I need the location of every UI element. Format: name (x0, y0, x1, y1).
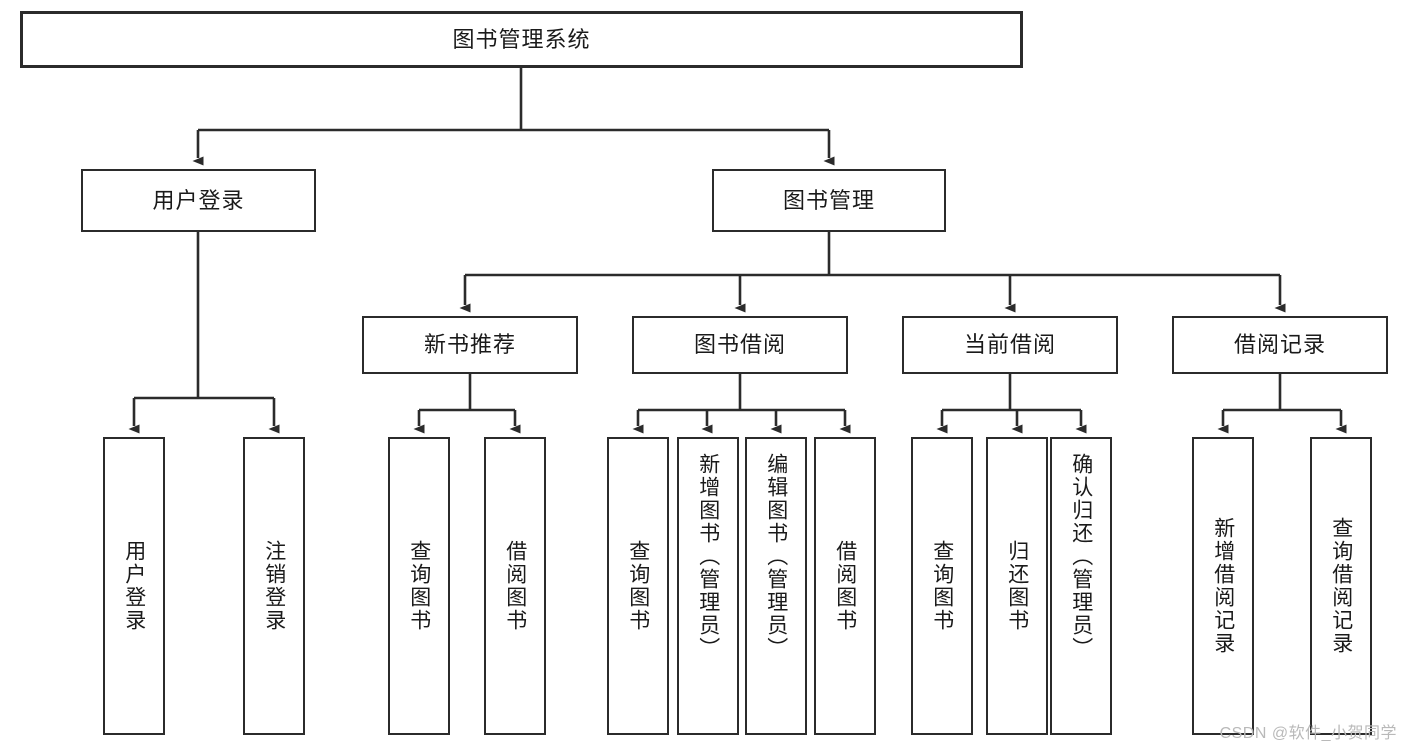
node-leaf-query-book-2[interactable]: 查询图书 (607, 437, 669, 735)
node-borrow-record[interactable]: 借阅记录 (1172, 316, 1388, 374)
node-root-label: 图书管理系统 (452, 26, 591, 52)
node-current-borrow[interactable]: 当前借阅 (902, 316, 1118, 374)
node-leaf-borrow-book-2-label: 借阅图书 (833, 540, 857, 632)
node-leaf-edit-book[interactable]: 编辑图书（管理员） (745, 437, 807, 735)
node-leaf-query-book-2-label: 查询图书 (626, 540, 650, 632)
csdn-watermark: CSDN @软件_小贺同学 (1219, 725, 1397, 742)
node-leaf-borrow-book-1-label: 借阅图书 (503, 540, 527, 632)
node-book-manage-label: 图书管理 (782, 187, 875, 213)
node-borrow-record-label: 借阅记录 (1233, 332, 1326, 358)
node-leaf-query-book-1[interactable]: 查询图书 (388, 437, 450, 735)
node-leaf-edit-book-label: 编辑图书（管理员） (764, 453, 788, 660)
node-leaf-user-login-label: 用户登录 (122, 540, 146, 632)
node-leaf-add-record[interactable]: 新增借阅记录 (1192, 437, 1254, 735)
node-leaf-query-record-label: 查询借阅记录 (1329, 517, 1353, 655)
node-leaf-query-record[interactable]: 查询借阅记录 (1310, 437, 1372, 735)
node-new-book-rec-label: 新书推荐 (423, 332, 516, 358)
node-leaf-confirm-return[interactable]: 确认归还（管理员） (1050, 437, 1112, 735)
node-leaf-query-book-3[interactable]: 查询图书 (911, 437, 973, 735)
node-current-borrow-label: 当前借阅 (963, 332, 1056, 358)
node-leaf-confirm-return-label: 确认归还（管理员） (1069, 453, 1093, 660)
node-leaf-borrow-book-1[interactable]: 借阅图书 (484, 437, 546, 735)
node-book-borrow[interactable]: 图书借阅 (632, 316, 848, 374)
node-book-manage[interactable]: 图书管理 (712, 169, 946, 232)
node-leaf-query-book-1-label: 查询图书 (407, 540, 431, 632)
node-leaf-logout[interactable]: 注销登录 (243, 437, 305, 735)
node-leaf-add-record-label: 新增借阅记录 (1211, 517, 1235, 655)
node-user-login-label: 用户登录 (152, 187, 245, 213)
node-leaf-return-book[interactable]: 归还图书 (986, 437, 1048, 735)
node-leaf-borrow-book-2[interactable]: 借阅图书 (814, 437, 876, 735)
node-leaf-logout-label: 注销登录 (262, 540, 286, 632)
node-leaf-user-login[interactable]: 用户登录 (103, 437, 165, 735)
node-book-borrow-label: 图书借阅 (693, 332, 786, 358)
node-root[interactable]: 图书管理系统 (20, 11, 1023, 68)
node-leaf-add-book[interactable]: 新增图书（管理员） (677, 437, 739, 735)
node-leaf-query-book-3-label: 查询图书 (930, 540, 954, 632)
node-leaf-return-book-label: 归还图书 (1005, 540, 1029, 632)
node-new-book-rec[interactable]: 新书推荐 (362, 316, 578, 374)
node-leaf-add-book-label: 新增图书（管理员） (696, 453, 720, 660)
node-user-login[interactable]: 用户登录 (81, 169, 316, 232)
